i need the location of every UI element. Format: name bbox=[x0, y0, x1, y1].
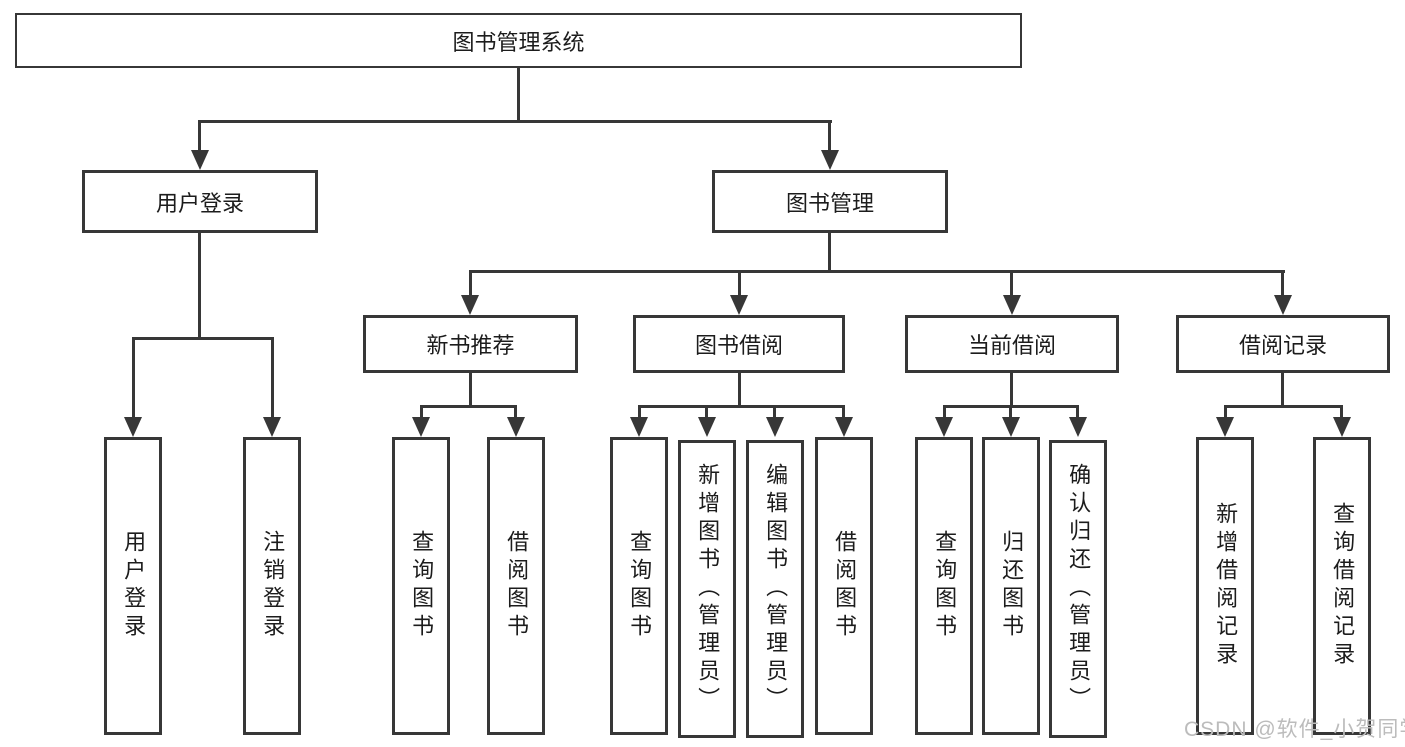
connector-drop-add-book bbox=[705, 405, 708, 417]
connector-drop-query-books-3 bbox=[943, 405, 946, 417]
connector-drop-user-login bbox=[198, 120, 201, 150]
leaf-edit-book-admin: 编辑图书（管理员） bbox=[746, 440, 804, 738]
arrow-to-leaf-logout bbox=[263, 417, 281, 437]
leaf-label: 查询图书 bbox=[409, 530, 435, 642]
connector-new-book-branch bbox=[420, 405, 517, 408]
connector-drop-borrow-books-1 bbox=[514, 405, 517, 417]
leaf-label: 新增借阅记录 bbox=[1213, 502, 1239, 670]
leaf-query-books-1: 查询图书 bbox=[392, 437, 450, 735]
connector-drop-borrow-books-2 bbox=[842, 405, 845, 417]
arrow-to-book-management bbox=[821, 150, 839, 170]
node-label: 当前借阅 bbox=[967, 333, 1056, 358]
leaf-label: 借阅图书 bbox=[504, 530, 530, 642]
connector-drop-query-books-2 bbox=[638, 405, 641, 417]
leaf-add-borrow-record: 新增借阅记录 bbox=[1196, 437, 1254, 735]
leaf-return-books: 归还图书 bbox=[982, 437, 1040, 735]
arrow-to-borrow-records bbox=[1274, 295, 1292, 315]
leaf-label: 新增图书（管理员） bbox=[695, 463, 721, 715]
connector-user-login-branch bbox=[132, 337, 273, 340]
arrow-to-add-book bbox=[698, 417, 716, 437]
arrow-to-query-books-3 bbox=[935, 417, 953, 437]
arrow-to-current-borrow bbox=[1003, 295, 1021, 315]
leaf-borrow-books-2: 借阅图书 bbox=[815, 437, 873, 735]
leaf-query-books-3: 查询图书 bbox=[915, 437, 973, 735]
arrow-to-query-books-2 bbox=[630, 417, 648, 437]
connector-new-book-stem bbox=[469, 373, 472, 405]
connector-book-borrow-stem bbox=[738, 373, 741, 405]
node-current-borrow: 当前借阅 bbox=[905, 315, 1119, 373]
arrow-to-query-books-1 bbox=[412, 417, 430, 437]
node-label: 新书推荐 bbox=[426, 333, 515, 358]
arrow-to-edit-book bbox=[766, 417, 784, 437]
arrow-to-new-book-recommend bbox=[461, 295, 479, 315]
leaf-borrow-books-1: 借阅图书 bbox=[487, 437, 545, 735]
node-borrow-records: 借阅记录 bbox=[1176, 315, 1390, 373]
connector-root-branch bbox=[199, 120, 832, 123]
connector-drop-leaf-user-login bbox=[132, 337, 135, 417]
leaf-user-login: 用户登录 bbox=[104, 437, 162, 735]
connector-borrow-records-stem bbox=[1281, 373, 1284, 405]
arrow-to-confirm-return bbox=[1069, 417, 1087, 437]
leaf-query-books-2: 查询图书 bbox=[610, 437, 668, 735]
connector-drop-book-management bbox=[828, 120, 831, 150]
connector-drop-return-books bbox=[1009, 405, 1012, 417]
node-book-borrow: 图书借阅 bbox=[633, 315, 845, 373]
connector-drop-query-borrow-record bbox=[1340, 405, 1343, 417]
node-book-management: 图书管理 bbox=[712, 170, 948, 233]
leaf-label: 归还图书 bbox=[999, 530, 1025, 642]
arrow-to-borrow-books-1 bbox=[507, 417, 525, 437]
node-new-book-recommend: 新书推荐 bbox=[363, 315, 578, 373]
connector-borrow-records-branch bbox=[1224, 405, 1342, 408]
connector-drop-borrow-records bbox=[1281, 270, 1284, 295]
connector-drop-leaf-logout bbox=[271, 337, 274, 417]
connector-drop-query-books-1 bbox=[420, 405, 423, 417]
leaf-label: 编辑图书（管理员） bbox=[763, 463, 789, 715]
arrow-to-user-login bbox=[191, 150, 209, 170]
node-label: 借阅记录 bbox=[1238, 333, 1327, 358]
connector-root-stem bbox=[517, 68, 520, 120]
arrow-to-return-books bbox=[1002, 417, 1020, 437]
connector-book-management-stem bbox=[828, 233, 831, 270]
arrow-to-query-borrow-record bbox=[1333, 417, 1351, 437]
connector-current-borrow-stem bbox=[1010, 373, 1013, 405]
node-label: 图书管理系统 bbox=[452, 29, 585, 55]
leaf-label: 注销登录 bbox=[260, 530, 286, 642]
leaf-logout: 注销登录 bbox=[243, 437, 301, 735]
connector-book-management-branch bbox=[469, 270, 1285, 273]
connector-drop-current-borrow bbox=[1010, 270, 1013, 295]
leaf-label: 确认归还（管理员） bbox=[1066, 463, 1092, 715]
connector-book-borrow-branch bbox=[638, 405, 844, 408]
leaf-label: 借阅图书 bbox=[832, 530, 858, 642]
connector-drop-add-borrow-record bbox=[1224, 405, 1227, 417]
watermark: CSDN @软件_小贺同学 bbox=[1184, 718, 1405, 741]
leaf-add-book-admin: 新增图书（管理员） bbox=[678, 440, 736, 738]
arrow-to-add-borrow-record bbox=[1216, 417, 1234, 437]
arrow-to-leaf-user-login bbox=[124, 417, 142, 437]
node-user-login: 用户登录 bbox=[82, 170, 318, 233]
node-library-management-system: 图书管理系统 bbox=[15, 13, 1022, 68]
node-label: 图书借阅 bbox=[694, 333, 783, 358]
node-label: 用户登录 bbox=[155, 190, 244, 216]
leaf-label: 用户登录 bbox=[121, 530, 147, 642]
connector-drop-confirm-return bbox=[1076, 405, 1079, 417]
node-label: 图书管理 bbox=[785, 190, 874, 216]
connector-user-login-stem bbox=[198, 233, 201, 337]
leaf-confirm-return-admin: 确认归还（管理员） bbox=[1049, 440, 1107, 738]
arrow-to-book-borrow bbox=[730, 295, 748, 315]
arrow-to-borrow-books-2 bbox=[835, 417, 853, 437]
connector-drop-new-book-recommend bbox=[469, 270, 472, 295]
connector-drop-book-borrow bbox=[738, 270, 741, 295]
leaf-query-borrow-record: 查询借阅记录 bbox=[1313, 437, 1371, 735]
leaf-label: 查询图书 bbox=[932, 530, 958, 642]
leaf-label: 查询图书 bbox=[627, 530, 653, 642]
leaf-label: 查询借阅记录 bbox=[1330, 502, 1356, 670]
connector-drop-edit-book bbox=[773, 405, 776, 417]
